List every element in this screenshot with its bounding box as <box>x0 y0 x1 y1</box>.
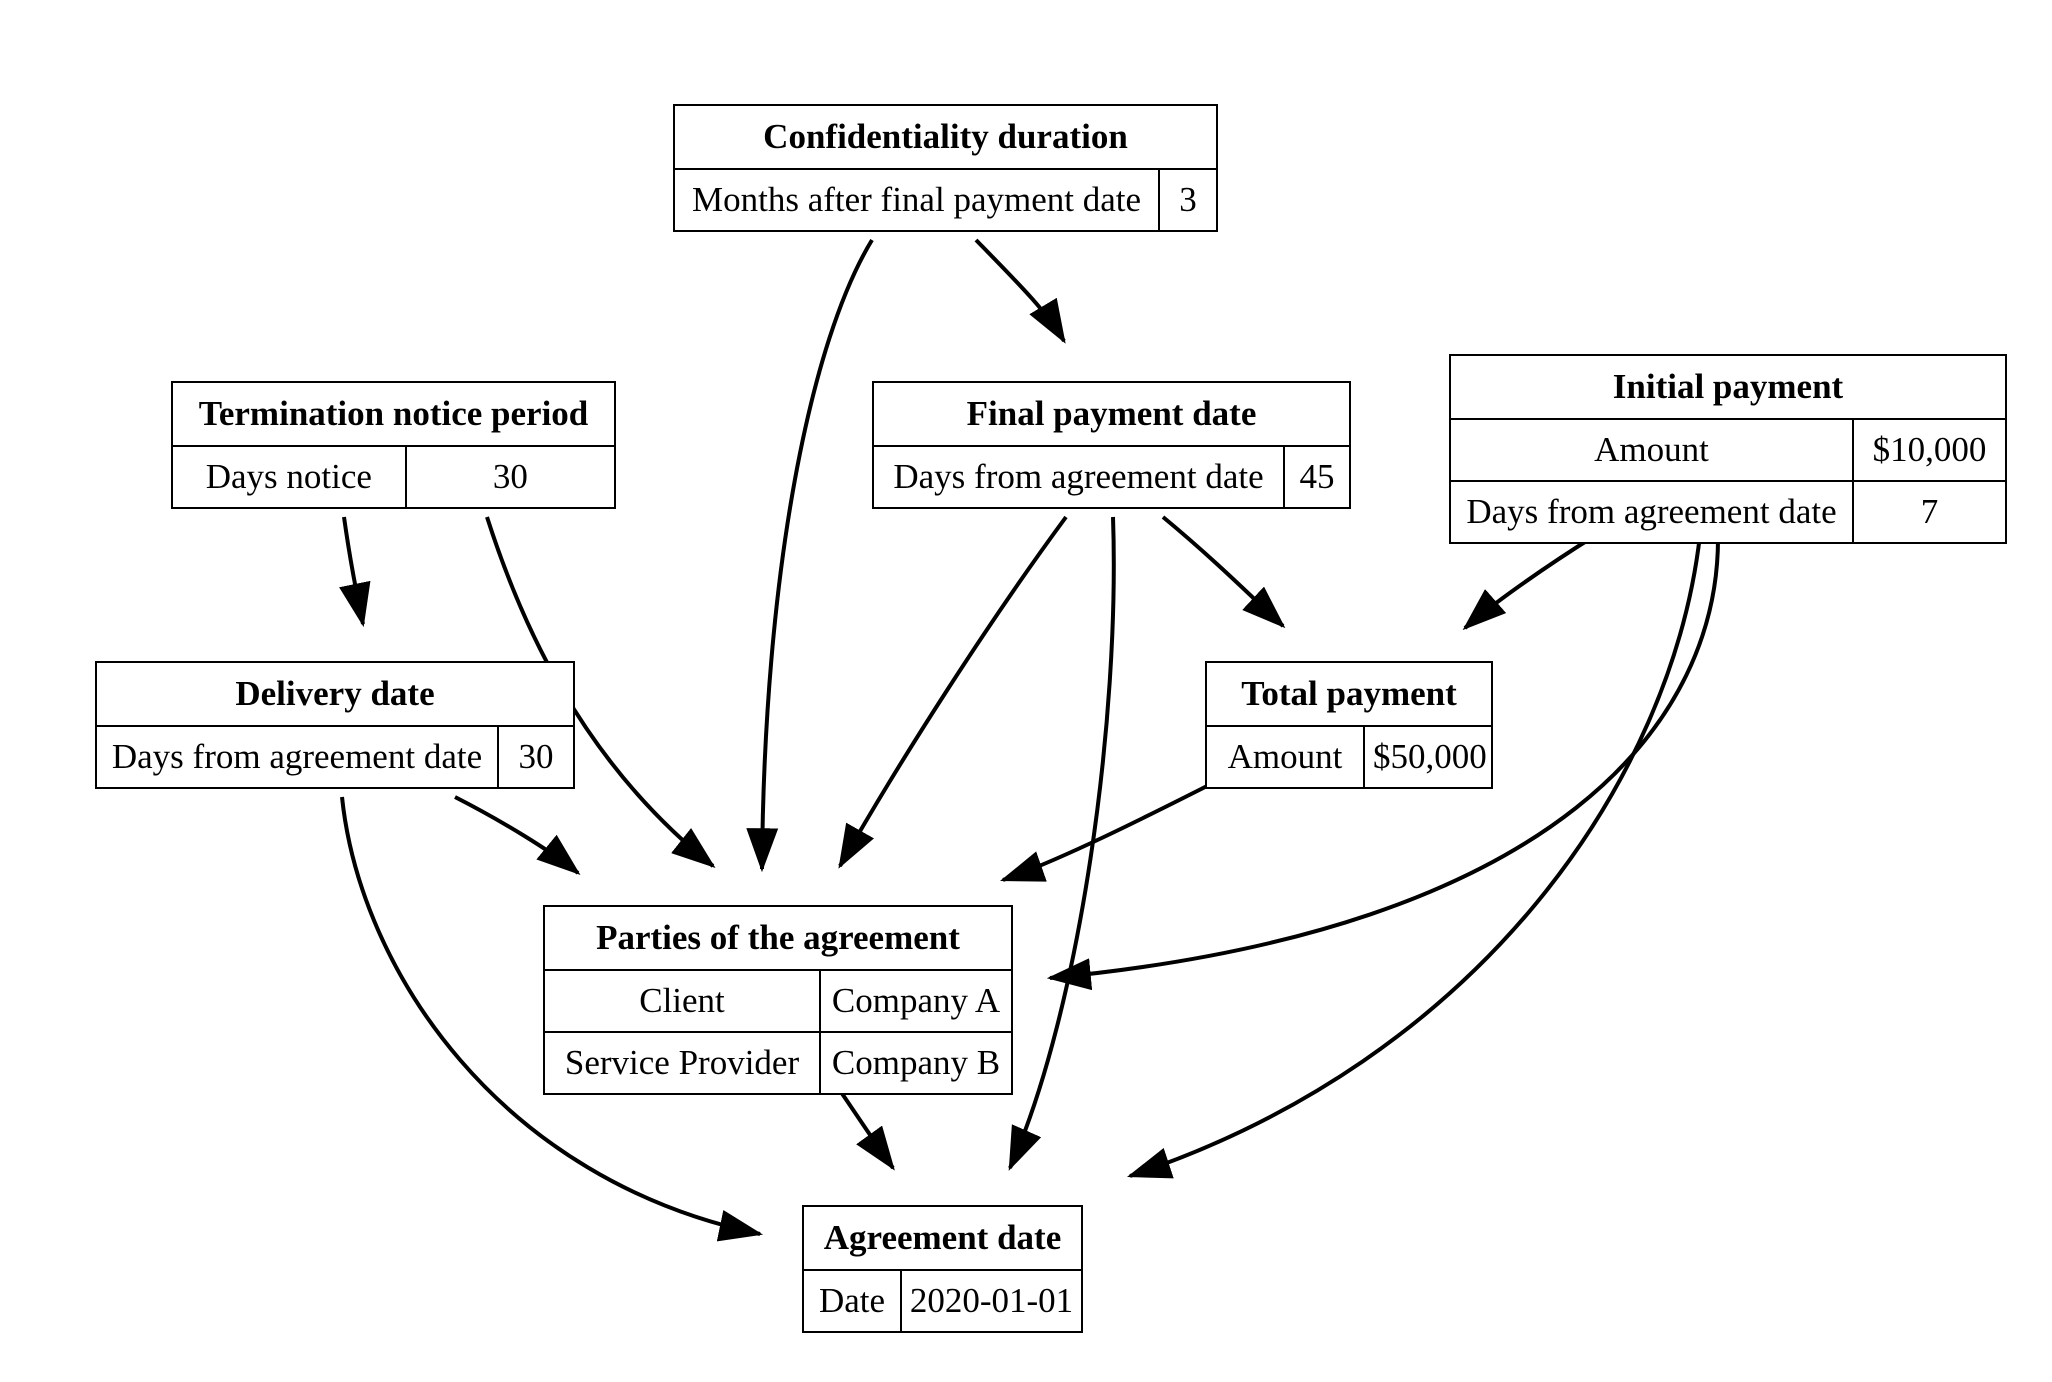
table-row: Service Provider Company B <box>545 1033 1011 1093</box>
node-delivery-date[interactable]: Delivery date Days from agreement date 3… <box>95 661 575 789</box>
table-row: Amount $10,000 <box>1451 420 2005 482</box>
table-row: Amount $50,000 <box>1207 727 1491 787</box>
row-value: 30 <box>497 727 573 787</box>
edge-parties-to-agreement-date <box>839 1090 895 1171</box>
edge-final-payment-to-parties <box>838 515 1068 869</box>
node-title: Agreement date <box>804 1207 1081 1271</box>
row-value: $50,000 <box>1363 727 1495 787</box>
row-value: 30 <box>404 447 614 507</box>
edge-termination-to-delivery <box>339 516 371 628</box>
edge-delivery-to-parties <box>454 795 581 876</box>
node-title: Termination notice period <box>173 383 614 447</box>
table-row: Days from agreement date 7 <box>1451 482 2005 542</box>
row-key: Months after final payment date <box>691 180 1142 219</box>
edge-confidentiality-to-parties <box>746 238 874 873</box>
node-agreement-date[interactable]: Agreement date Date 2020-01-01 <box>802 1205 1083 1333</box>
row-value: $10,000 <box>1852 420 2005 480</box>
row-value: 7 <box>1852 482 2005 542</box>
node-confidentiality-duration[interactable]: Confidentiality duration Months after fi… <box>673 104 1218 232</box>
table-row: Days from agreement date 30 <box>97 727 573 787</box>
row-key: Days notice <box>205 457 372 496</box>
node-termination-notice-period[interactable]: Termination notice period Days notice 30 <box>171 381 616 509</box>
node-final-payment-date[interactable]: Final payment date Days from agreement d… <box>872 381 1351 509</box>
edge-confidentiality-to-final-payment <box>974 238 1066 344</box>
node-title: Delivery date <box>97 663 573 727</box>
node-title: Confidentiality duration <box>675 106 1216 170</box>
row-key: Days from agreement date <box>111 737 483 776</box>
table-row: Months after final payment date 3 <box>675 170 1216 230</box>
row-key: Amount <box>1594 430 1709 469</box>
row-key: Date <box>818 1281 886 1320</box>
table-row: Days notice 30 <box>173 447 614 507</box>
row-value: 3 <box>1158 170 1216 230</box>
table-row: Days from agreement date 45 <box>874 447 1349 507</box>
node-title: Final payment date <box>874 383 1349 447</box>
row-value: Company B <box>819 1033 1011 1093</box>
row-key: Days from agreement date <box>893 457 1264 496</box>
row-key: Service Provider <box>564 1043 800 1082</box>
row-value: Company A <box>819 971 1011 1031</box>
edge-final-payment-to-total-payment <box>1161 515 1286 629</box>
row-value: 2020-01-01 <box>900 1271 1081 1331</box>
row-key: Days from agreement date <box>1466 492 1837 531</box>
table-row: Client Company A <box>545 971 1011 1033</box>
table-row: Date 2020-01-01 <box>804 1271 1081 1331</box>
edge-total-payment-to-parties <box>999 781 1214 882</box>
node-title: Initial payment <box>1451 356 2005 420</box>
edge-initial-payment-to-agreement-date <box>1126 534 1702 1179</box>
node-parties-of-the-agreement[interactable]: Parties of the agreement Client Company … <box>543 905 1013 1095</box>
edge-initial-payment-to-total-payment <box>1462 533 1598 631</box>
node-total-payment[interactable]: Total payment Amount $50,000 <box>1205 661 1493 789</box>
row-key: Amount <box>1227 737 1343 776</box>
row-value: 45 <box>1283 447 1349 507</box>
row-key: Client <box>639 981 725 1020</box>
node-title: Parties of the agreement <box>545 907 1011 971</box>
node-initial-payment[interactable]: Initial payment Amount $10,000 Days from… <box>1449 354 2007 544</box>
edge-final-payment-to-agreement-date <box>1008 516 1116 1171</box>
node-title: Total payment <box>1207 663 1491 727</box>
